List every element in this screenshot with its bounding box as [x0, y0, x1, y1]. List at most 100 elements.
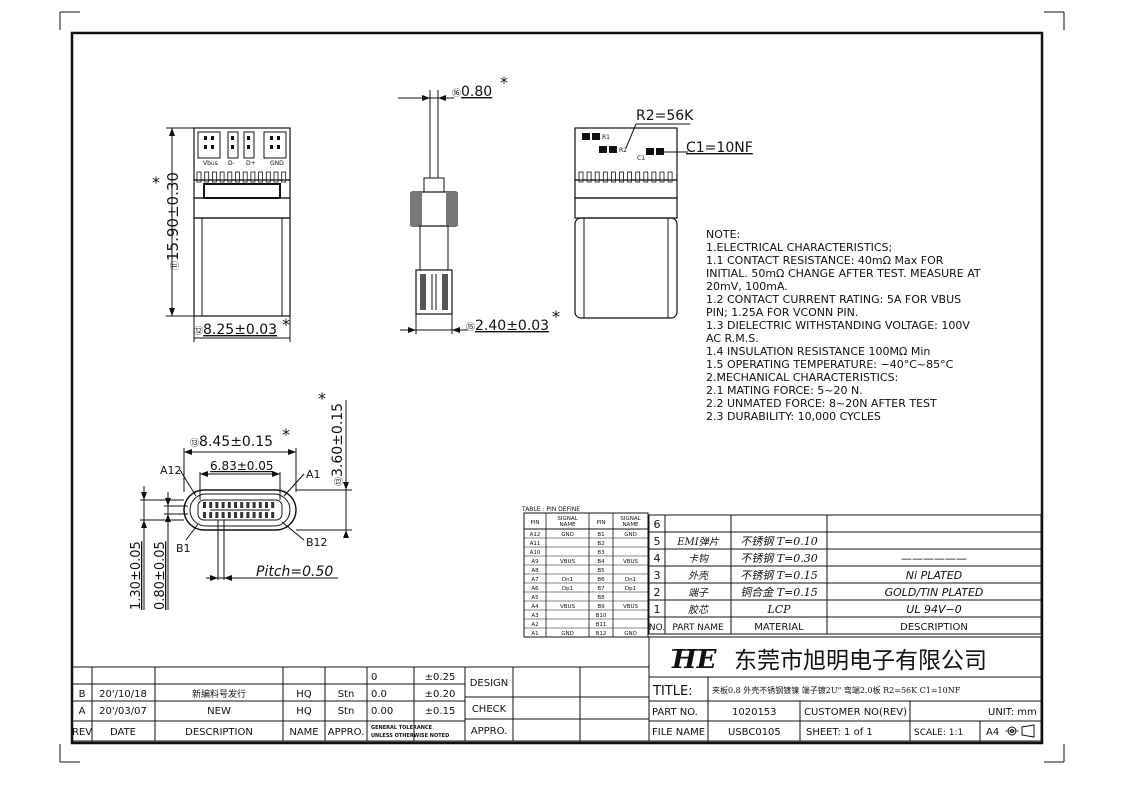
- back-view: R1 R2 C1 R2=56K C1=10NF: [574, 108, 753, 319]
- pin-table-cell: GND: [561, 631, 574, 637]
- paper-size: A4: [986, 727, 999, 738]
- pin-table-cell: Dp1: [562, 586, 573, 592]
- pin-table-cell: B7: [597, 586, 605, 592]
- pin-table-cell: B12: [596, 631, 607, 637]
- pin-label-dplus: D+: [246, 160, 256, 167]
- rev-header-name: NAME: [289, 727, 318, 738]
- pin-table-cell: VBUS: [560, 559, 576, 565]
- customer-label: CUSTOMER NO(REV): [804, 707, 907, 718]
- pin-table-cell: B11: [596, 622, 607, 628]
- label-a1: A1: [306, 468, 321, 481]
- tolerance-footer: GENERAL TOLERANCE: [371, 725, 433, 731]
- pin-table-header: PIN: [596, 520, 605, 526]
- rev-header-appro: APPRO.: [328, 727, 365, 738]
- bom-part: EMI弹片: [676, 536, 719, 548]
- dim-outer-star: *: [282, 425, 290, 444]
- pin-table-header: SIGNAL: [557, 516, 578, 522]
- pin-table-cell: A10: [530, 550, 541, 556]
- pin-table-cell: A6: [531, 586, 539, 592]
- pin-table-cell: Dn1: [625, 577, 636, 583]
- bom-header-part: PART NAME: [672, 623, 724, 633]
- front-view: ⑬8.45±0.15 * 6.83±0.05 A12 A1 B1 B12 ⑬3.…: [129, 389, 352, 610]
- part-no-label: PART NO.: [652, 707, 698, 718]
- pin-table-cell: GND: [624, 532, 637, 538]
- tolerance-value: ±0.15: [425, 706, 456, 717]
- pin-table-cell: A7: [531, 577, 539, 583]
- dim-thick-star: *: [500, 73, 508, 92]
- pin-table-header: PIN: [530, 520, 539, 526]
- bom-no: 4: [654, 552, 661, 565]
- label-c1: C1: [637, 155, 645, 162]
- bom-header-no: NO.: [649, 623, 665, 633]
- dim-thick: ⑯0.80: [452, 84, 492, 100]
- note-line: 2.2 UNMATED FORCE: 8~20N AFTER TEST: [706, 397, 937, 410]
- rev-name: HQ: [296, 689, 312, 700]
- bom-material: 不锈钢 T=0.10: [740, 535, 818, 548]
- rev-date: 20'/10/18: [99, 689, 147, 700]
- bom-material: 不锈钢 T=0.15: [740, 569, 818, 582]
- pin-table-cell: A3: [531, 613, 539, 619]
- note-line: 1.2 CONTACT CURRENT RATING: 5A FOR VBUS: [706, 293, 961, 306]
- note-line: NOTE:: [706, 228, 740, 241]
- pin-table-cell: B5: [597, 568, 605, 574]
- pin-label-vbus: Vbus: [203, 160, 218, 167]
- sheet-info: SHEET: 1 of 1: [806, 727, 873, 738]
- pin-table-cell: A9: [531, 559, 539, 565]
- dim-left-2: 0.80±0.05: [153, 541, 168, 610]
- pin-table-cell: Dn1: [562, 577, 573, 583]
- company-name: 东莞市旭明电子有限公司: [734, 648, 987, 674]
- part-no-value: 1020153: [732, 707, 777, 718]
- pin-table-cell: A4: [531, 604, 539, 610]
- dim-left-1: 1.30±0.05: [129, 541, 144, 610]
- bom-part: 卡钩: [688, 553, 709, 565]
- dim-depth: ⑮2.40±0.03: [466, 318, 549, 334]
- title-block: HE 东莞市旭明电子有限公司 TITLE: 夹板0.8 外壳不锈钢镀镍 端子镀2…: [648, 636, 1042, 742]
- pin-table-cell: B2: [597, 541, 604, 547]
- bom-desc: UL 94V−0: [906, 603, 961, 616]
- note-line: 1.3 DIELECTRIC WITHSTANDING VOLTAGE: 100…: [706, 319, 970, 332]
- rev-appro: Stn: [338, 706, 355, 717]
- pin-table-header: SIGNAL: [620, 516, 641, 522]
- note-line: 20mV, 100mA.: [706, 280, 788, 293]
- label-r1: R1: [602, 134, 610, 141]
- dim-width-star: *: [282, 315, 290, 334]
- pin-table-cell: VBUS: [623, 559, 639, 565]
- bom-material: LCP: [766, 603, 791, 616]
- pin-table-cell: B4: [597, 559, 605, 565]
- tolerance-value: ±0.25: [425, 672, 456, 683]
- pin-table-header: NAME: [559, 522, 576, 528]
- dim-outer-width: ⑬8.45±0.15: [190, 434, 273, 450]
- pin-table-cell: B10: [596, 613, 607, 619]
- pin-label-dminus: D-: [228, 160, 235, 167]
- bom-desc: GOLD/TIN PLATED: [885, 586, 984, 599]
- pin-table-title: TABLE : PIN DEFINE: [521, 506, 580, 513]
- rev-header-rev: REV: [72, 727, 92, 738]
- rev-desc: 新编料号发行: [192, 688, 246, 700]
- rev-header-date: DATE: [110, 727, 136, 738]
- bom-part: 外壳: [688, 570, 710, 582]
- pin-table-cell: B1: [597, 532, 604, 538]
- note-line: 1.4 INSULATION RESISTANCE 100MΩ Min: [706, 345, 930, 358]
- note-line: AC R.M.S.: [706, 332, 759, 345]
- dim-height-front: ⑬3.60±0.15: [330, 403, 346, 486]
- pin-table-cell: B3: [597, 550, 605, 556]
- file-name-label: FILE NAME: [652, 727, 705, 738]
- file-name-value: USBC0105: [728, 727, 781, 738]
- bom-material: 不锈钢 T=0.30: [740, 552, 818, 565]
- note-line: 2.MECHANICAL CHARACTERISTICS:: [706, 371, 898, 384]
- bom-material: 铜合金 T=0.15: [740, 586, 818, 599]
- dim-width: ⑫8.25±0.03: [194, 322, 277, 338]
- signoff-label: CHECK: [472, 704, 507, 715]
- tolerance-base: 0.0: [371, 689, 387, 700]
- tolerance-base: 0: [371, 672, 377, 683]
- pin-label-gnd: GND: [270, 160, 284, 167]
- sheet-border: [70, 31, 1044, 745]
- rev-desc: NEW: [207, 706, 231, 717]
- signoff-label: DESIGN: [470, 678, 509, 689]
- pin-table-cell: A1: [531, 631, 538, 637]
- tolerance-footer: UNLESS OTHERWISE NOTED: [371, 733, 449, 739]
- note-line: INITIAL. 50mΩ CHANGE AFTER TEST. MEASURE…: [706, 267, 981, 280]
